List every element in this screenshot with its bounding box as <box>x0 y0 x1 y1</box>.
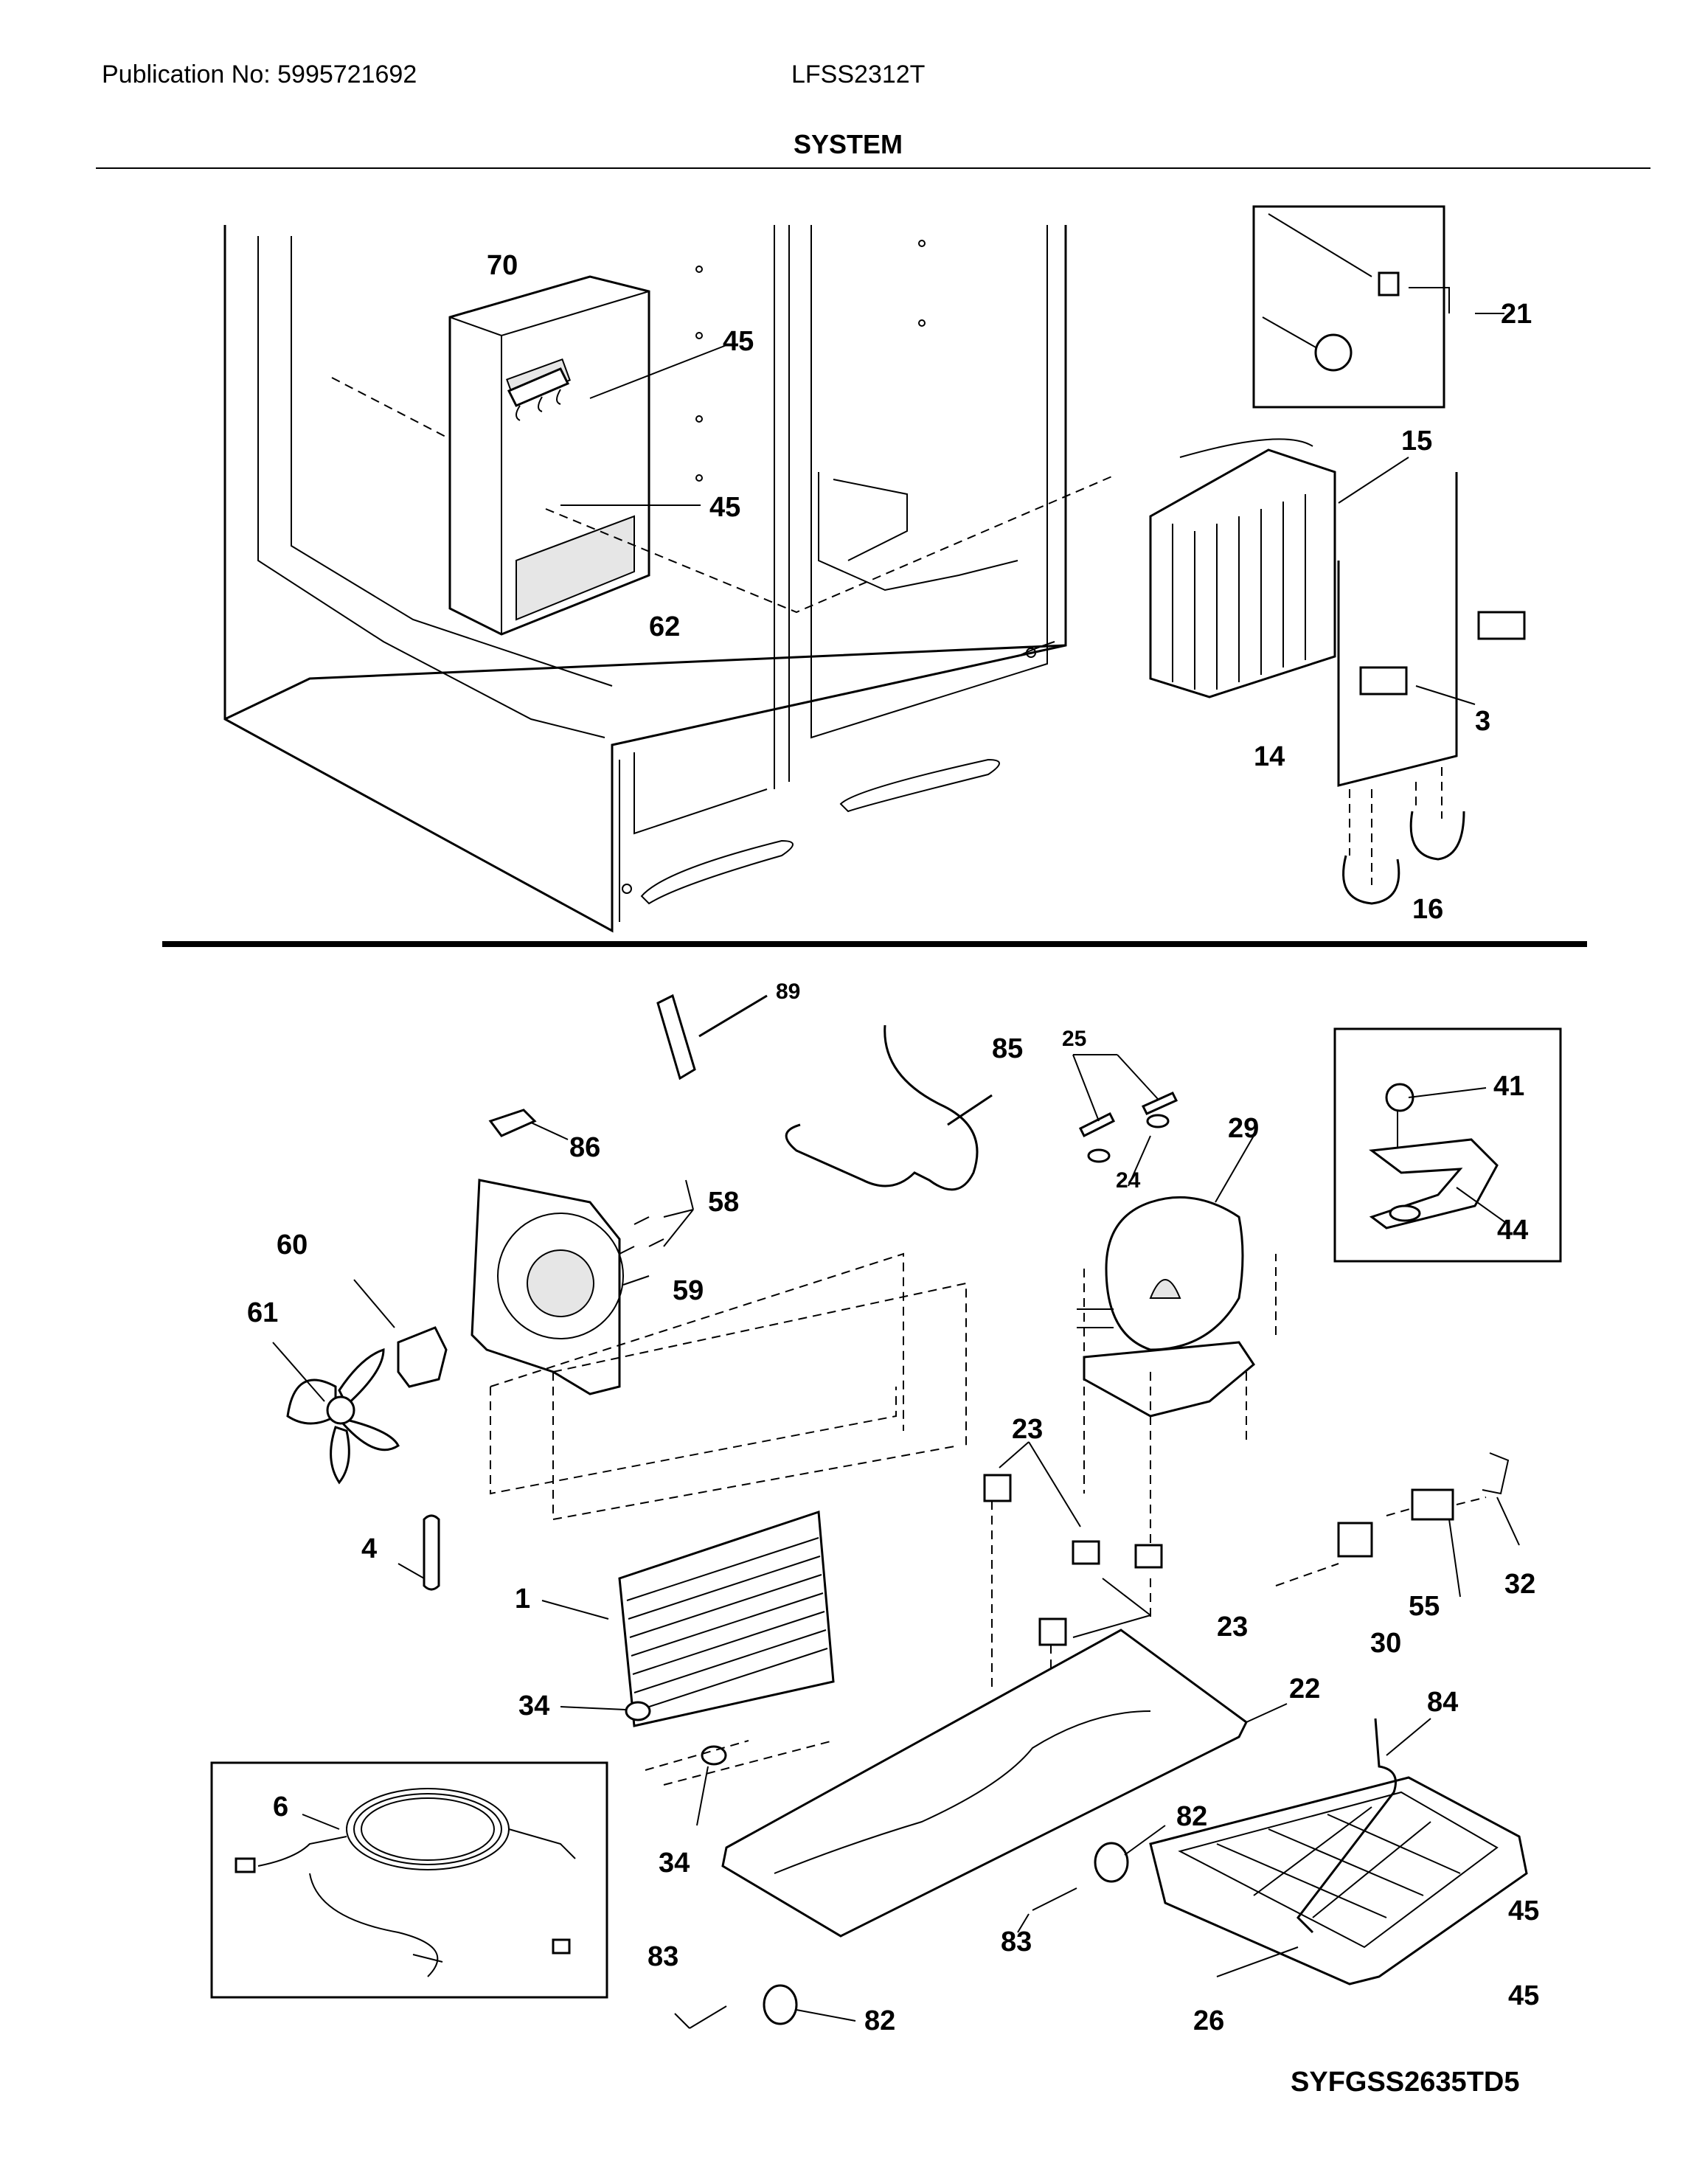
callout-34-lower: 34 <box>659 1848 690 1879</box>
callout-45-upper: 45 <box>723 326 754 357</box>
callout-26: 26 <box>1193 2005 1224 2036</box>
callout-labels: 70 45 45 62 21 15 3 14 16 89 85 25 24 29… <box>247 250 1539 2036</box>
callout-23-lower: 23 <box>1217 1612 1248 1643</box>
callout-24: 24 <box>1116 1168 1141 1193</box>
inset-part-21 <box>1252 205 1504 409</box>
callout-82-left: 82 <box>864 2005 895 2036</box>
callout-85: 85 <box>992 1033 1023 1064</box>
callout-16: 16 <box>1412 894 1443 925</box>
callout-45-pan-lower: 45 <box>1508 1980 1539 2011</box>
callout-84: 84 <box>1427 1687 1458 1718</box>
callout-44: 44 <box>1497 1215 1528 1246</box>
callout-86: 86 <box>569 1132 600 1163</box>
cabinet-drawing <box>223 225 1067 933</box>
part-25-24-fittings <box>1072 1054 1178 1187</box>
callout-4: 4 <box>361 1533 377 1564</box>
part-3-block-a <box>1359 666 1408 696</box>
callout-70: 70 <box>487 250 518 281</box>
part-26-drain-pan <box>1149 1776 1528 1985</box>
header-rule <box>96 167 1650 169</box>
callout-34-left: 34 <box>518 1690 549 1721</box>
callout-58: 58 <box>708 1187 739 1218</box>
callout-15: 15 <box>1401 426 1432 457</box>
parts-82-83-feet <box>674 1825 1166 2029</box>
callout-83-right: 83 <box>1001 1926 1032 1957</box>
part-59-fan-shroud <box>471 1179 650 1395</box>
part-89-tube <box>656 993 696 1081</box>
part-60-motor <box>353 1279 448 1388</box>
callout-6: 6 <box>273 1792 288 1822</box>
callout-25: 25 <box>1062 1027 1086 1051</box>
callout-45-pan-upper: 45 <box>1508 1896 1539 1926</box>
callout-55: 55 <box>1409 1591 1440 1622</box>
parts-34-grommets <box>560 1701 727 1826</box>
publication-number: Publication No: 5995721692 <box>102 60 417 89</box>
part-23-mounts <box>983 1441 1163 1646</box>
callout-59: 59 <box>673 1275 704 1306</box>
part-58-screws <box>619 1179 694 1255</box>
section-title: SYSTEM <box>793 129 903 159</box>
callout-21: 21 <box>1501 299 1532 330</box>
part-14-clip <box>1337 472 1458 787</box>
parts-30-55-32 <box>1275 1452 1520 1598</box>
callout-82-right: 82 <box>1176 1801 1207 1832</box>
callout-3: 3 <box>1475 706 1490 737</box>
callout-61: 61 <box>247 1297 278 1328</box>
part-22-base-pan <box>721 1629 1288 1938</box>
callout-89: 89 <box>776 979 800 1004</box>
callout-1: 1 <box>515 1584 530 1615</box>
part-86-clip <box>488 1109 569 1140</box>
callout-22: 22 <box>1289 1674 1320 1704</box>
section-divider <box>162 941 1587 947</box>
part-62-evap-cover <box>448 275 650 636</box>
part-4-drier <box>398 1514 440 1591</box>
inset-part-6-cord <box>210 1761 608 1999</box>
part-70-bracket <box>507 367 570 421</box>
part-85-tube <box>785 1024 979 1191</box>
part-29-compressor <box>1077 1135 1255 1418</box>
callout-29: 29 <box>1228 1113 1259 1144</box>
inset-parts-41-44 <box>1333 1027 1562 1263</box>
part-1-condenser-coil <box>541 1510 835 1727</box>
part-61-fan-blade <box>272 1342 400 1485</box>
callout-30: 30 <box>1370 1628 1401 1659</box>
callout-83-left: 83 <box>648 1941 678 1972</box>
callout-23-upper: 23 <box>1012 1414 1043 1445</box>
part-3-block-b <box>1477 611 1526 640</box>
callout-14: 14 <box>1254 741 1285 772</box>
callout-32: 32 <box>1504 1569 1535 1600</box>
callout-62: 62 <box>649 611 680 642</box>
model-number: LFSS2312T <box>791 60 926 89</box>
callout-41: 41 <box>1493 1071 1524 1102</box>
callout-60: 60 <box>277 1230 308 1260</box>
diagram-code: SYFGSS2635TD5 <box>1291 2067 1520 2098</box>
part-15-condenser <box>1149 438 1336 698</box>
callout-45-lower: 45 <box>709 492 740 523</box>
part-16-clips <box>1342 767 1465 905</box>
part-84-drain-tube <box>1296 1718 1431 1934</box>
